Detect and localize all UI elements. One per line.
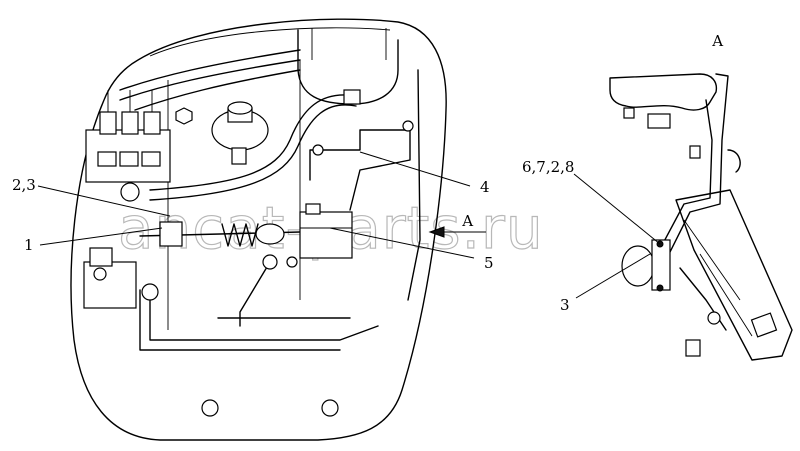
view-a-curl — [727, 149, 741, 173]
view-a-strap-inner — [651, 99, 713, 265]
hex-nut — [175, 107, 193, 125]
stop-solenoid — [286, 203, 353, 268]
leader-6728 — [573, 173, 661, 245]
left-valve-body — [83, 247, 159, 309]
mount-hole-2 — [321, 399, 339, 417]
view-a-solenoid-body — [651, 239, 671, 291]
hose-fitting-top — [343, 89, 361, 105]
fuel-hose-inner — [149, 104, 357, 201]
lower-pipe — [149, 289, 379, 341]
leader-3 — [575, 253, 651, 299]
fuel-hose-outer — [149, 94, 357, 191]
detail-view-a: А — [609, 32, 793, 361]
fuel-filter — [211, 101, 269, 165]
view-a-label: А — [712, 32, 724, 50]
callout-leaders — [37, 151, 661, 299]
lever-arm — [239, 261, 271, 327]
block-edge-right — [407, 69, 421, 301]
mount-hole-3 — [93, 267, 107, 281]
hose-fitting-left — [120, 182, 140, 202]
main-view: А — [70, 18, 486, 441]
leader-1 — [39, 227, 163, 246]
callout-4: 4 — [480, 178, 490, 196]
leader-4 — [359, 151, 471, 187]
fuel-pipe-2 — [119, 59, 301, 101]
callout-2-3: 2,3 — [12, 176, 36, 194]
fuel-pipe-3 — [134, 69, 301, 111]
callout-3: 3 — [560, 296, 570, 314]
view-a-pump-ribs — [683, 219, 753, 337]
section-mark: А — [462, 212, 474, 230]
bellows-assembly — [139, 221, 301, 247]
section-arrow-head — [428, 226, 445, 238]
view-a-solenoid-disc — [621, 245, 655, 287]
callout-5: 5 — [484, 254, 494, 272]
leader-23 — [37, 185, 171, 217]
injection-pump — [85, 90, 171, 183]
mount-hole-1 — [201, 399, 219, 417]
callout-6-7-2-8: 6,7,2,8 — [522, 158, 574, 176]
leader-5 — [329, 227, 475, 259]
cover-outline — [70, 18, 447, 441]
view-a-top-housing — [609, 73, 718, 111]
cover-inner-edge — [149, 27, 391, 57]
callout-1: 1 — [24, 236, 34, 254]
lower-pipe-2 — [139, 289, 341, 351]
head-ribs — [311, 28, 387, 60]
fuel-pipe-1 — [119, 49, 301, 91]
view-a-pump-body — [675, 189, 793, 361]
